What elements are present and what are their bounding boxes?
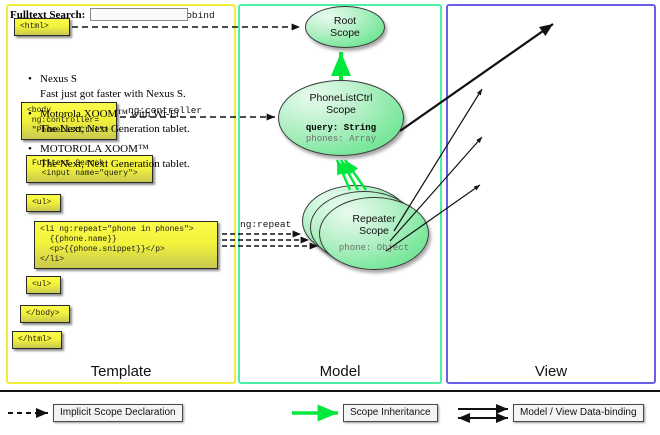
scope-phonelistctrl-title-line1: PhoneListCtrl [309,91,373,104]
legend: Implicit Scope Declaration Scope Inherit… [0,398,660,435]
legend-separator [0,390,660,392]
scope-phonelistctrl-prop-query: query: String [305,122,377,133]
legend-item-model-view-data-binding: Model / View Data-binding [513,404,644,422]
code-block-body-close: </body> [20,305,70,323]
scope-repeater-title-line2: Scope [359,225,389,237]
phone-snippet: The Next, Next Generation tablet. [40,158,190,170]
column-label-template: Template [90,363,152,380]
column-label-view: View [534,363,568,380]
legend-item-scope-inheritance: Scope Inheritance [343,404,438,422]
column-view: View [446,4,656,384]
legend-label-implicit: Implicit Scope Declaration [53,404,183,422]
view-search-row: Fulltext Search: [10,8,200,21]
scope-repeater-prop-phone: phone: Object [338,243,410,253]
phone-name: MOTOROLA XOOM™ [28,142,198,157]
scope-repeater-title-line1: Repeater [352,213,396,225]
fulltext-search-input[interactable] [90,8,189,21]
code-block-html-open: <html> [14,18,70,36]
legend-item-implicit-scope-declaration: Implicit Scope Declaration [53,404,183,422]
scope-phonelistctrl-prop-phones: phones: Array [305,133,377,144]
scope-root-title-line1: Root [333,15,357,27]
scope-root-title-line2: Scope [330,27,360,39]
scope-phonelistctrl-title-line2: Scope [326,103,356,116]
column-label-model: Model [319,363,361,380]
phone-snippet: Fast just got faster with Nexus S. [40,88,186,100]
view-phone-list: Nexus S Fast just got faster with Nexus … [28,72,198,177]
list-item: MOTOROLA XOOM™ The Next, Next Generation… [28,142,198,172]
legend-label-inheritance: Scope Inheritance [343,404,438,422]
list-item: Motorola XOOM™ with Wi-Fi The Next, Next… [28,107,198,137]
view-search-label: Fulltext Search: [10,8,86,21]
phone-name: Motorola XOOM™ with Wi-Fi [28,107,198,122]
scope-phonelistctrl: PhoneListCtrl Scope query: String phones… [278,80,404,156]
scope-root: Root Scope [305,6,385,48]
code-block-ul-open: <ul> [26,194,61,212]
scope-repeater: Repeater Scope phone: Object [319,197,429,270]
view-content: Fulltext Search: [10,8,200,21]
legend-label-databinding: Model / View Data-binding [513,404,644,422]
code-block-ul-close: <ul> [26,276,61,294]
connector-label-ng-repeat: ng:repeat [240,219,292,230]
code-block-html-close: </html> [12,331,62,349]
code-block-fulltext-search: Fulltext Search: <input name="query"> [26,155,153,183]
phone-snippet: The Next, Next Generation tablet. [40,123,190,135]
code-block-li-repeat: <li ng:repeat="phone in phones"> {{phone… [34,221,218,269]
phone-name: Nexus S [28,72,198,87]
list-item: Nexus S Fast just got faster with Nexus … [28,72,198,102]
